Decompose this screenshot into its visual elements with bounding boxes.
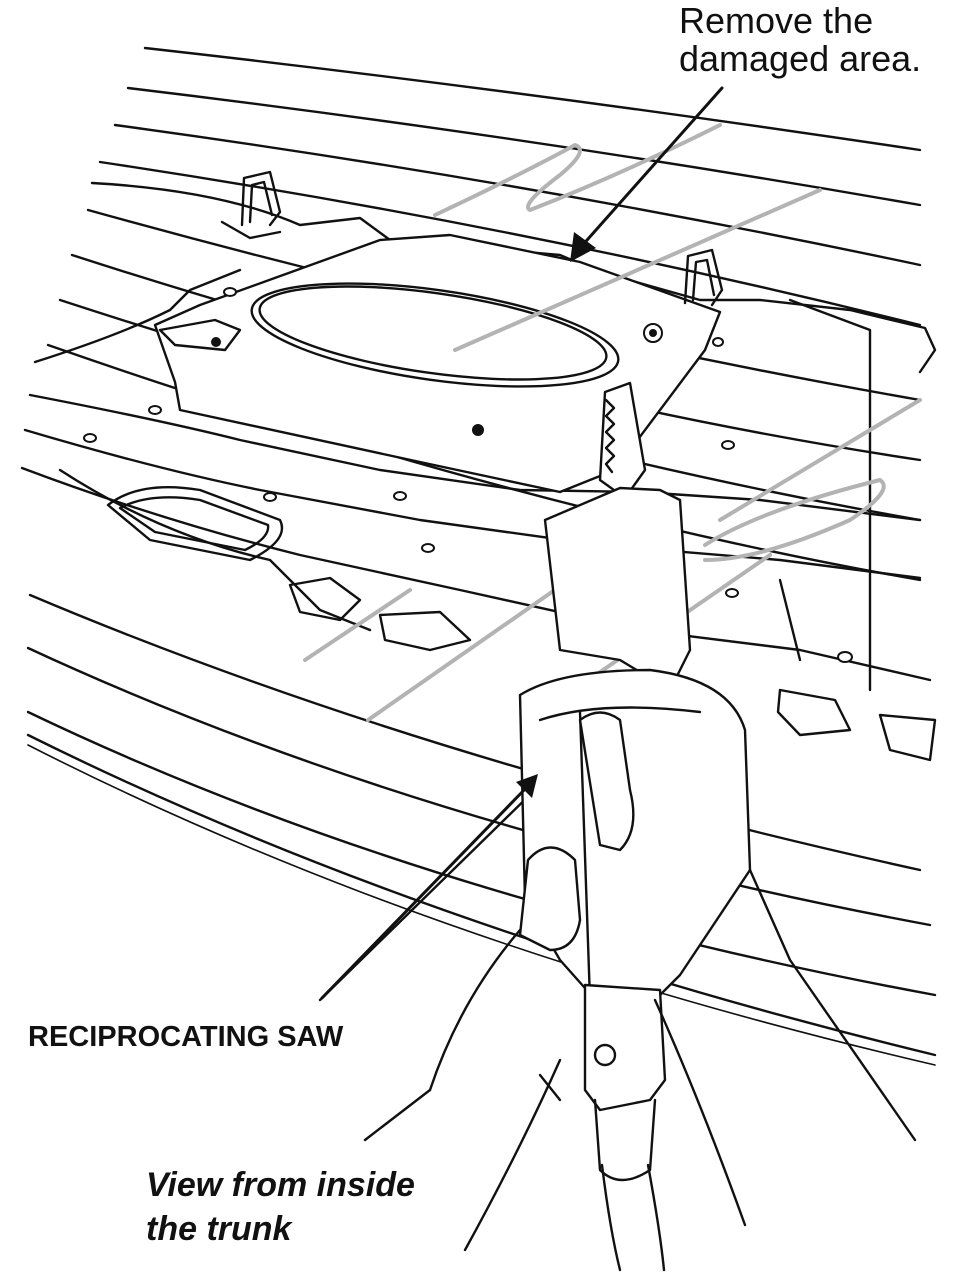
remove-damaged-area-callout: Remove the damaged area. — [679, 2, 921, 78]
speaker-plate — [153, 233, 722, 494]
hand-icon — [363, 711, 917, 1252]
callout-arrows — [320, 86, 724, 1000]
remove-area-arrowhead — [570, 232, 596, 262]
view-caption-line-1: View from inside — [146, 1166, 415, 1204]
rear-body-curves — [26, 593, 937, 1066]
remove-callout-line-1: Remove the — [679, 0, 874, 41]
remove-callout-line-2: damaged area. — [679, 38, 922, 79]
saw-leader — [320, 784, 530, 1000]
reciprocating-saw-label: RECIPROCATING SAW — [28, 1021, 344, 1053]
tie-down-hooks — [240, 170, 724, 307]
reciprocating-saw-icon — [518, 381, 752, 1272]
view-caption: View from inside the trunk — [146, 1163, 415, 1251]
saw-arrowhead — [516, 774, 538, 798]
remove-area-leader — [578, 86, 724, 250]
view-caption-line-2: the trunk — [146, 1210, 292, 1248]
tray-recesses — [106, 485, 937, 762]
